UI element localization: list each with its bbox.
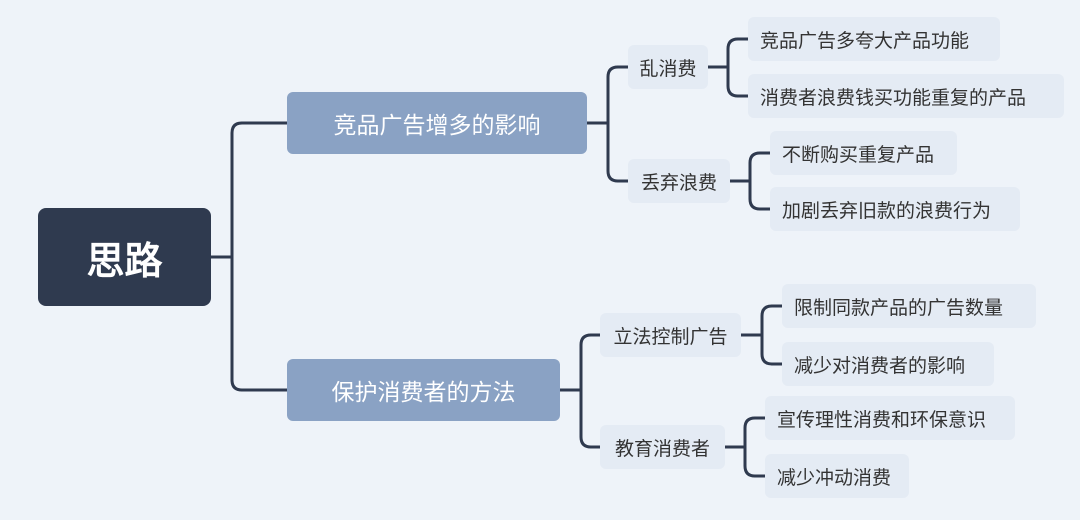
leaf-node: 消费者浪费钱买功能重复的产品 — [748, 74, 1064, 118]
leaf-node: 不断购买重复产品 — [770, 131, 957, 175]
leaf-node: 竞品广告多夸大产品功能 — [748, 17, 1000, 61]
branch-node-consumer-protection: 保护消费者的方法 — [287, 359, 560, 421]
leaf-node: 限制同款产品的广告数量 — [782, 284, 1036, 328]
leaf-node: 减少冲动消费 — [765, 454, 909, 498]
subbranch-node-random-consumption: 乱消费 — [628, 45, 708, 89]
mindmap-root-node: 思路 — [38, 208, 211, 306]
subbranch-node-legislate-ads: 立法控制广告 — [600, 313, 741, 357]
leaf-node: 加剧丢弃旧款的浪费行为 — [770, 187, 1020, 231]
subbranch-node-educate-consumers: 教育消费者 — [600, 425, 725, 469]
leaf-node: 减少对消费者的影响 — [782, 342, 994, 386]
leaf-node: 宣传理性消费和环保意识 — [765, 396, 1015, 440]
subbranch-node-discard-waste: 丢弃浪费 — [628, 159, 730, 203]
branch-node-competitor-ads-impact: 竞品广告增多的影响 — [287, 92, 587, 154]
